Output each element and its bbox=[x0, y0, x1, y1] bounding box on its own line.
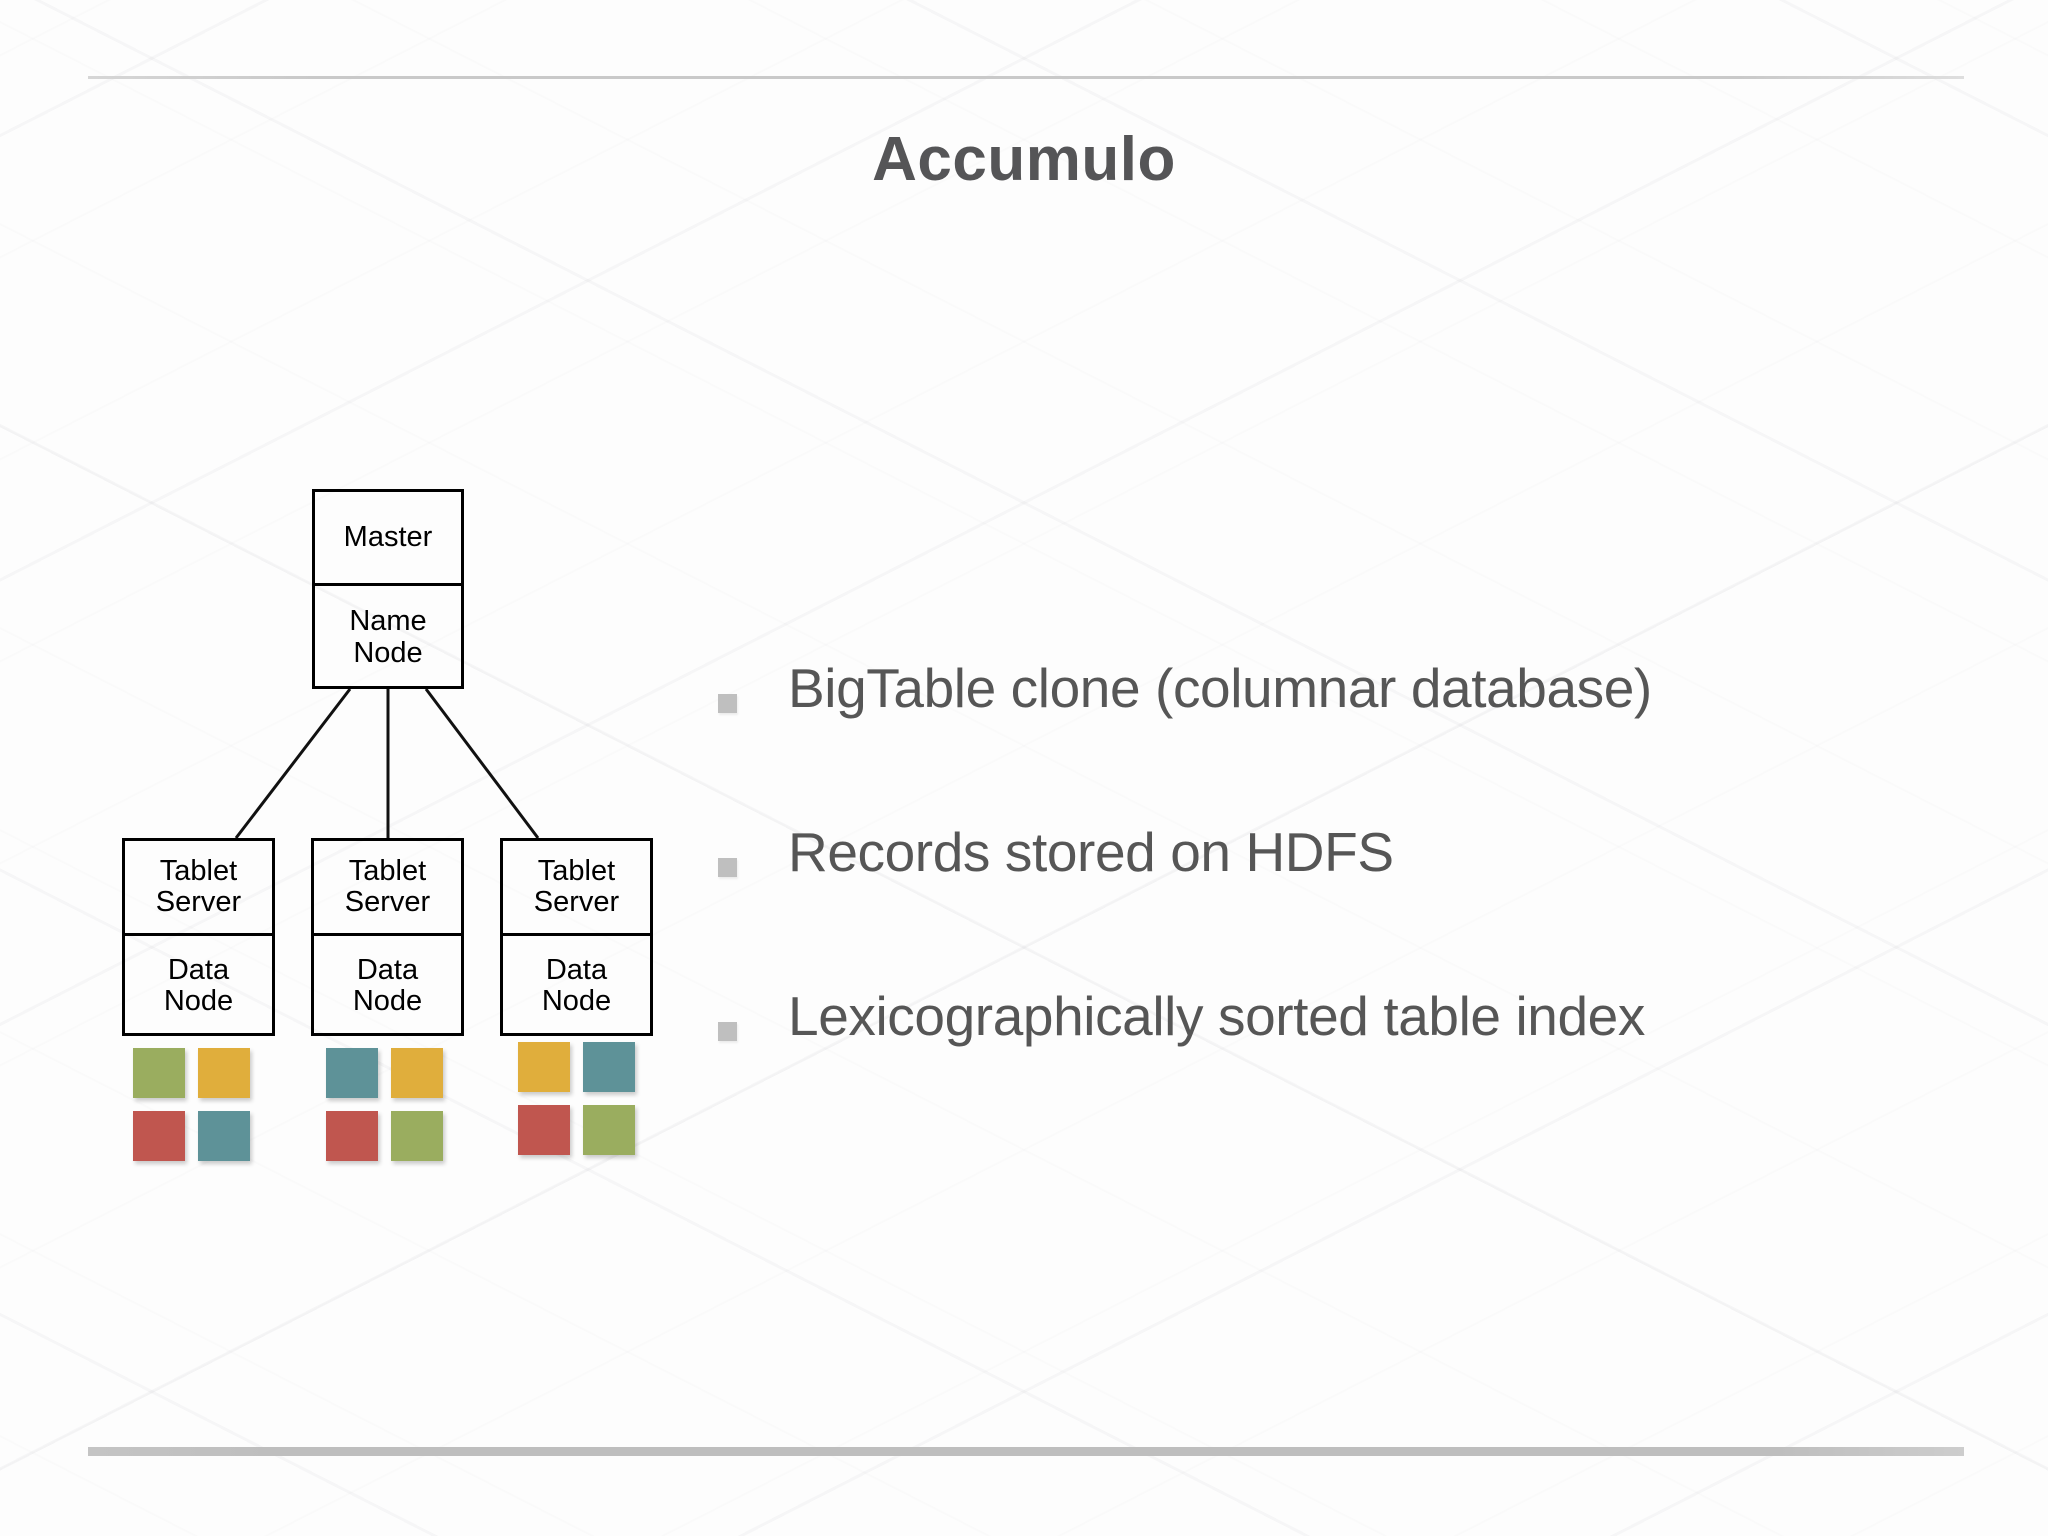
tablet-server-node-3[interactable]: Tablet Server Data Node bbox=[500, 838, 653, 1036]
tablet-server-node-2[interactable]: Tablet Server Data Node bbox=[311, 838, 464, 1036]
data-block-square bbox=[326, 1111, 378, 1161]
architecture-diagram: Master Name Node Tablet Server Data Node… bbox=[0, 0, 900, 1300]
data-block-square bbox=[518, 1105, 570, 1155]
data-block-square bbox=[391, 1111, 443, 1161]
data-node-label: Data Node bbox=[163, 953, 234, 1017]
square-bullet-icon bbox=[718, 694, 737, 713]
data-block-square bbox=[518, 1042, 570, 1092]
data-block-square bbox=[198, 1111, 250, 1161]
bullet-list: BigTable clone (columnar database) Recor… bbox=[718, 657, 1998, 1152]
namenode-label: Name Node bbox=[349, 605, 427, 669]
data-block-square bbox=[133, 1048, 185, 1098]
bullet-text: Lexicographically sorted table index bbox=[788, 985, 1645, 1047]
data-node-label: Data Node bbox=[541, 953, 612, 1017]
square-bullet-icon bbox=[718, 858, 737, 877]
master-label: Master bbox=[315, 492, 461, 586]
data-block-group-1 bbox=[133, 1048, 263, 1174]
list-item: Records stored on HDFS bbox=[718, 821, 1998, 988]
data-block-square bbox=[583, 1042, 635, 1092]
connector-lines bbox=[234, 688, 540, 839]
connector-line-left bbox=[234, 688, 352, 839]
tablet-server-node-1[interactable]: Tablet Server Data Node bbox=[122, 838, 275, 1036]
tablet-server-label: Tablet Server bbox=[314, 841, 461, 936]
page-title: Accumulo bbox=[872, 125, 1176, 194]
top-divider-rule bbox=[88, 76, 1964, 79]
data-node-label: Data Node bbox=[352, 953, 423, 1017]
data-block-square bbox=[583, 1105, 635, 1155]
bullet-text: BigTable clone (columnar database) bbox=[788, 657, 1652, 719]
connector-line-right bbox=[424, 688, 540, 839]
tablet-server-label: Tablet Server bbox=[503, 841, 650, 936]
square-bullet-icon bbox=[718, 1022, 737, 1041]
data-block-group-2 bbox=[326, 1048, 456, 1174]
bullet-text: Records stored on HDFS bbox=[788, 821, 1394, 883]
data-block-square bbox=[391, 1048, 443, 1098]
tablet-server-label: Tablet Server bbox=[125, 841, 272, 936]
data-block-square bbox=[198, 1048, 250, 1098]
bottom-divider-rule bbox=[88, 1447, 1964, 1456]
data-block-group-3 bbox=[518, 1042, 648, 1168]
data-block-square bbox=[326, 1048, 378, 1098]
list-item: Lexicographically sorted table index bbox=[718, 985, 1998, 1152]
list-item: BigTable clone (columnar database) bbox=[718, 657, 1998, 824]
data-block-square bbox=[133, 1111, 185, 1161]
master-namenode-box[interactable]: Master Name Node bbox=[312, 489, 464, 689]
